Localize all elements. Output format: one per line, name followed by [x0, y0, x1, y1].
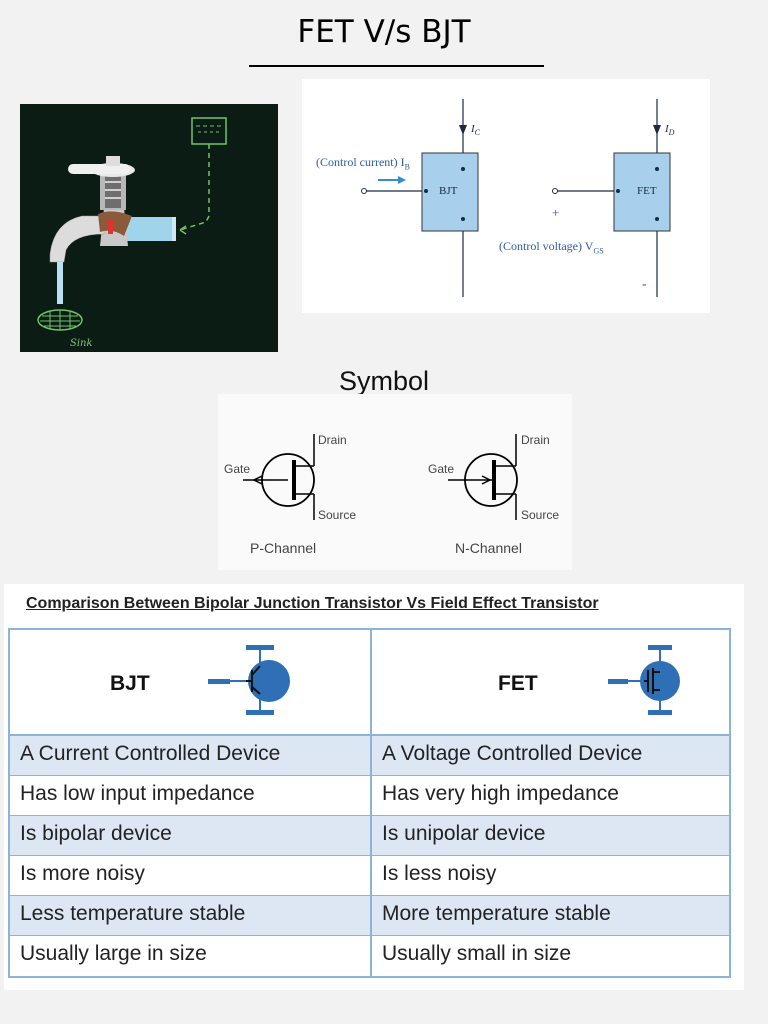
- fet-cell: Is less noisy: [382, 862, 497, 885]
- fet-cell: Is unipolar device: [382, 822, 546, 845]
- bjt-cell: Is more noisy: [20, 862, 145, 885]
- comparison-panel: Comparison Between Bipolar Junction Tran…: [4, 584, 744, 990]
- bjt-cell: Less temperature stable: [20, 902, 246, 925]
- water-tank-icon: [191, 117, 227, 145]
- p-channel-source-label: Source: [318, 508, 357, 522]
- table-row: Is more noisy Is less noisy: [10, 856, 729, 896]
- block-diagram: IC (Control current) IB BJT ID FET + (Co…: [302, 79, 710, 313]
- p-channel-caption: P-Channel: [250, 540, 317, 556]
- p-channel-drain-label: Drain: [318, 433, 347, 447]
- fet-transistor-icon: [608, 645, 680, 715]
- page-title: FET V/s BJT: [297, 14, 471, 50]
- n-channel-fet-symbol: [448, 434, 518, 520]
- fet-cell: More temperature stable: [382, 902, 611, 925]
- fet-minus-sign: -: [642, 277, 647, 292]
- symbol-heading: Symbol: [338, 366, 430, 396]
- fet-plus-sign: +: [552, 205, 560, 220]
- tap-illustration: Sink: [20, 104, 278, 352]
- table-row: Usually large in size Usually small in s…: [10, 936, 729, 976]
- bjt-cell: Is bipolar device: [20, 822, 172, 845]
- symbol-panel: Drain Gate Source P-Channel Drain Gate S…: [218, 394, 572, 570]
- n-channel-gate-label: Gate: [428, 462, 455, 476]
- title-underline: [249, 65, 544, 67]
- p-channel-gate-label: Gate: [224, 462, 251, 476]
- n-channel-caption: N-Channel: [455, 540, 522, 556]
- fet-cell: Usually small in size: [382, 942, 572, 965]
- sink-caption: Sink: [70, 338, 93, 349]
- header-fet-label: FET: [498, 672, 538, 695]
- bjt-block: [421, 152, 479, 232]
- table-row: Is bipolar device Is unipolar device: [10, 816, 729, 856]
- column-divider: [370, 630, 372, 976]
- bjt-cell: Has low input impedance: [20, 782, 255, 805]
- table-row: Less temperature stable More temperature…: [10, 896, 729, 936]
- comparison-heading: Comparison Between Bipolar Junction Tran…: [26, 595, 599, 612]
- table-row: Has low input impedance Has very high im…: [10, 776, 729, 816]
- fet-control-label: (Control voltage) VGS: [499, 239, 604, 256]
- fet-block-label: FET: [637, 185, 657, 197]
- bjt-control-label: (Control current) IB: [316, 155, 410, 172]
- fet-block: [613, 152, 671, 232]
- bjt-output-current-label: IC: [471, 123, 481, 138]
- bjt-block-label: BJT: [439, 185, 458, 197]
- n-channel-source-label: Source: [521, 508, 560, 522]
- table-row: A Current Controlled Device A Voltage Co…: [10, 736, 729, 776]
- n-channel-drain-label: Drain: [521, 433, 550, 447]
- bjt-cell: A Current Controlled Device: [20, 742, 281, 765]
- fet-cell: A Voltage Controlled Device: [382, 742, 643, 765]
- p-channel-fet-symbol: [243, 434, 315, 520]
- fet-cell: Has very high impedance: [382, 782, 619, 805]
- comparison-table: BJT FET: [8, 628, 731, 978]
- table-header-row: BJT FET: [10, 630, 729, 736]
- header-bjt-label: BJT: [110, 672, 150, 695]
- bjt-cell: Usually large in size: [20, 942, 207, 965]
- fet-output-current-label: ID: [665, 123, 675, 138]
- bjt-transistor-icon: [208, 645, 290, 715]
